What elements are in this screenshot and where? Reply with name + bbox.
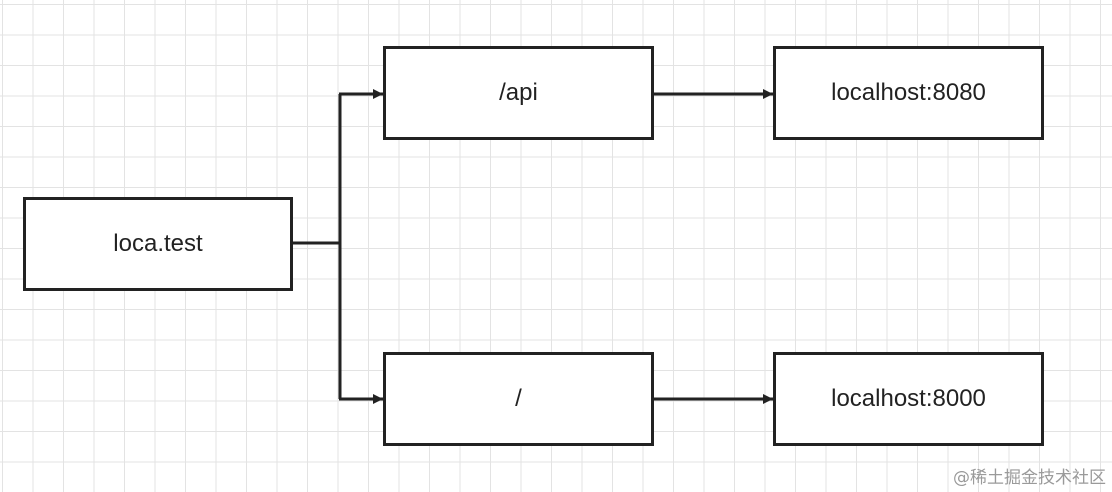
node-target-8080-label: localhost:8080 [831, 79, 986, 106]
node-target-8000-label: localhost:8000 [831, 385, 986, 412]
node-target-8080: localhost:8080 [773, 46, 1044, 140]
watermark: @稀土掘金技术社区 [953, 468, 1106, 488]
node-route-api-label: /api [499, 79, 538, 106]
node-route-api: /api [383, 46, 654, 140]
node-source-label: loca.test [113, 230, 203, 257]
node-source: loca.test [23, 197, 293, 291]
node-route-root-label: / [515, 385, 522, 412]
node-route-root: / [383, 352, 654, 446]
node-target-8000: localhost:8000 [773, 352, 1044, 446]
